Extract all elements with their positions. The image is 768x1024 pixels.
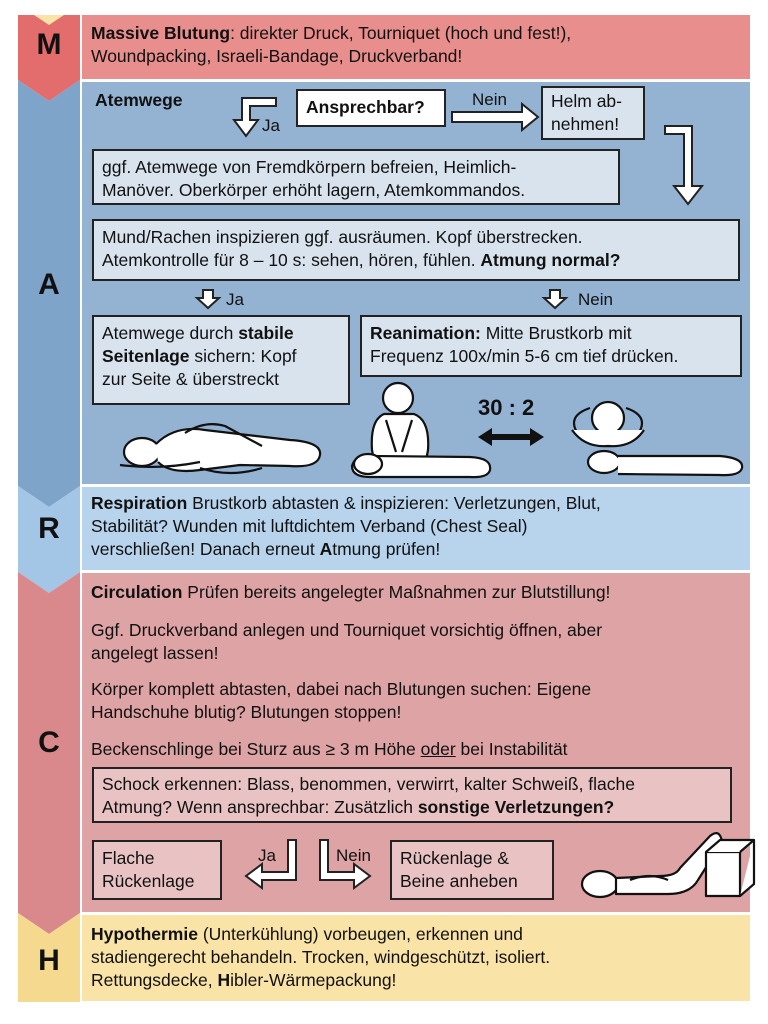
c-box-flat: Flache Rückenlage [92,840,222,900]
m-line1: : direkter Druck, Tourniquet (hoch und f… [230,23,572,43]
a-left-bold2: Seitenlage [102,346,190,366]
a-box2-line2: Atemkontrolle für 8 – 10 s: sehen, hören… [102,250,481,270]
cpr-compression-person-icon [350,381,492,479]
letter-r: R [38,512,60,545]
chevron-a [18,80,80,507]
arrow-nein-down-icon [541,289,569,310]
a-title: Atemwege [95,90,183,110]
helm-line2: nehmen! [551,114,620,134]
h-line3a: Rettungsdecke, [91,970,218,990]
chevron-r [18,486,80,593]
section-h-band [82,915,750,1001]
c-p4b: oder [420,739,456,759]
chevron-m-tab [34,15,64,25]
arrow-c-nein-icon [319,839,372,890]
c-box-line1: Schock erkennen: Blass, benommen, verwir… [102,774,635,794]
a-ja1-label: Ja [262,116,280,135]
arrow-c-ja-icon [244,839,297,890]
c-p4a: Beckenschlinge bei Sturz aus ≥ 3 m Höhe [91,739,421,759]
chevron-c [18,572,80,934]
c-p2-line2: angelegt lassen! [91,643,219,663]
a-box2-bold: Atmung normal? [480,250,621,270]
m-title: Massive Blutung [91,23,231,43]
a-box-stable-position: Atemwege durch stabile Seitenlage sicher… [92,315,350,405]
a-ratio: 30 : 2 [478,395,535,420]
c-p1: Circulation Prüfen bereits angelegter Ma… [91,581,746,604]
a-nein2-label: Nein [578,290,613,309]
c-flat-line1: Flache [102,848,155,868]
a-right-line1: Mitte Brustkorb mit [480,323,632,343]
r-line3a: verschließen! Danach erneut [91,539,320,559]
c-legs-line1: Rückenlage & [400,848,509,868]
a-ja2-label: Ja [226,290,244,309]
c-p3: Körper komplett abtasten, dabei nach Blu… [91,678,746,724]
chevron-strip [18,15,80,1002]
rescue-breathing-person-icon [571,400,744,477]
h-line3b: H [217,970,231,990]
section-r-band [82,487,750,570]
r-title: Respiration [91,493,188,513]
c-p2: Ggf. Druckverband anlegen und Tourniquet… [91,619,746,665]
arrow-nein-right-icon [451,101,540,133]
arrow-ja-down-icon [194,289,222,310]
h-line3c: ibler-Wärmepackung! [230,970,397,990]
recovery-position-person-icon [119,423,322,475]
c-line1: Prüfen bereits angelegter Maßnahmen zur … [182,582,611,602]
h-text: Hypothermie (Unterkühlung) vorbeugen, er… [91,923,746,992]
c-flat-line2: Rückenlage [102,871,195,891]
c-title: Circulation [91,582,183,602]
c-p3-line1: Körper komplett abtasten, dabei nach Blu… [91,679,592,699]
a-right-line2: Frequenz 100x/min 5-6 cm tief drücken. [370,346,679,366]
c-ja-label: Ja [258,846,276,865]
c-p4: Beckenschlinge bei Sturz aus ≥ 3 m Höhe … [91,738,746,761]
m-line2: Woundpacking, Israeli-Bandage, Druckverb… [91,46,463,66]
a-box-reanimation: Reanimation: Mitte Brustkorb mit Frequen… [360,315,742,377]
arrow-helm-hook-icon [664,125,705,206]
c-box-line2: Atmung? Wenn ansprechbar: Zusätzlich [102,797,418,817]
section-m-band [82,15,750,79]
h-line1: (Unterkühlung) vorbeugen, erkennen und [197,924,523,944]
c-nein-label: Nein [336,846,371,865]
h-line2: stadiengerecht behandeln. Trocken, windg… [91,947,551,967]
h-title: Hypothermie [91,924,198,944]
letter-a: A [38,268,60,301]
a-left-line3: zur Seite & überstreckt [102,369,280,389]
a-box1-line1: ggf. Atemwege von Fremdkörpern befreien,… [102,157,517,177]
letter-m: M [36,28,62,61]
r-line1: Brustkorb abtasten & inspizieren: Verlet… [187,493,601,513]
r-line3c: tmung prüfen! [332,539,441,559]
a-left-line1: Atemwege durch [102,323,239,343]
c-box-shock: Schock erkennen: Blass, benommen, verwir… [92,767,732,823]
c-box-bold: sonstige Verletzungen? [417,797,615,817]
c-p4c: bei Instabilität [455,739,568,759]
m-text: Massive Blutung: direkter Druck, Tourniq… [91,22,741,68]
a-box-airway-clear: ggf. Atemwege von Fremdkörpern befreien,… [92,149,620,205]
helm-box: Helm ab- nehmen! [541,86,645,140]
arrow-ja-hook-icon [232,97,277,138]
a-nein1-label: Nein [472,90,507,109]
a-box2-line1: Mund/Rachen inspizieren ggf. ausräumen. … [102,227,583,247]
a-left-bold1: stabile [238,323,294,343]
c-p3-line2: Handschuhe blutig? Blutungen stoppen! [91,702,402,722]
a-left-line2: sichern: Kopf [189,346,297,366]
letter-h: H [38,944,60,977]
r-line2: Stabilität? Wunden mit luftdichtem Verba… [91,516,528,536]
r-text: Respiration Brustkorb abtasten & inspizi… [91,492,746,561]
c-p2-line1: Ggf. Druckverband anlegen und Tourniquet… [91,620,603,640]
a-box1-line2: Manöver. Oberkörper erhöht lagern, Atemk… [102,180,526,200]
c-box-legs: Rückenlage & Beine anheben [390,840,554,900]
letter-c: C [38,726,60,759]
helm-line1: Helm ab- [551,91,622,111]
r-line3b: A [319,539,333,559]
legs-raised-person-icon [580,832,756,899]
c-legs-line2: Beine anheben [400,871,518,891]
a-box-inspect: Mund/Rachen inspizieren ggf. ausräumen. … [92,219,740,281]
a-right-bold: Reanimation: [370,323,481,343]
chevron-h [18,913,80,1002]
ansprechbar-question: Ansprechbar? [296,89,446,127]
chevron-m [18,15,80,101]
double-arrow-icon [478,428,544,446]
